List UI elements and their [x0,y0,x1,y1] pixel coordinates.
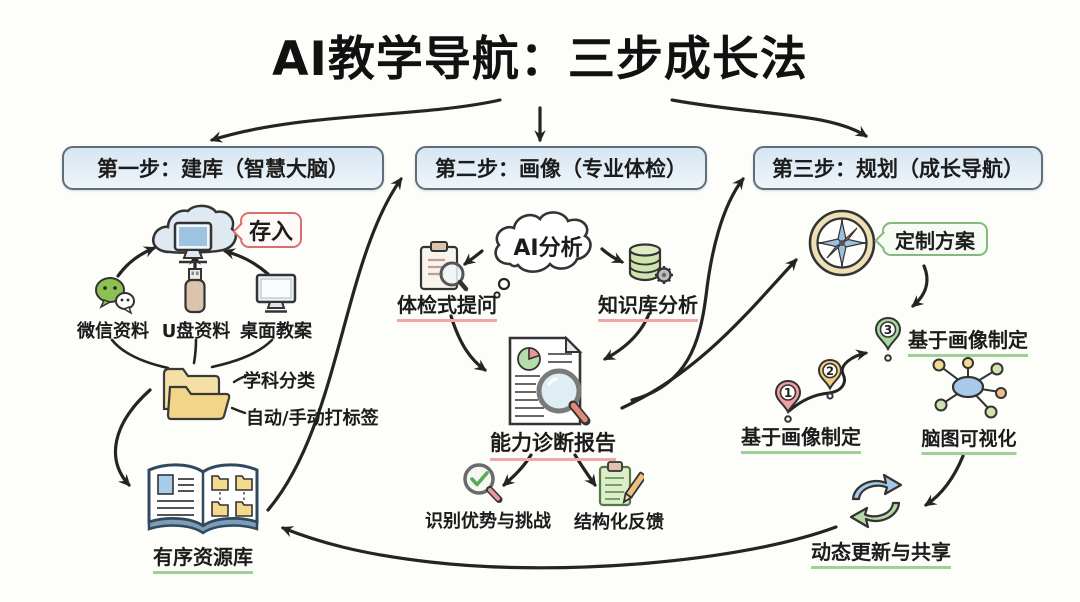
thought-bubble-dot-1 [497,277,511,291]
folder-tag-tagging-label: 自动/手动打标签 [246,408,379,429]
wechat-icon [95,277,135,315]
step-1-header-label: 第一步：建库（智慧大脑） [97,157,349,181]
wechat-source-label: 微信资料 [77,321,149,342]
folder-tag-classify-label: 学科分类 [243,371,315,392]
line-usb-to-folder [192,338,198,365]
usb-drive-icon [184,268,206,314]
arrow-update-to-library [280,525,838,570]
desktop-icon [255,273,297,313]
route-pin-1-number: 1 [784,386,792,400]
diagram-title: AI教学导航：三步成长法 [272,32,808,87]
step-2-header: 第二步：画像（专业体检） [415,146,707,190]
route-pin-2-icon: 2 [817,358,843,400]
thought-bubble-dot-2 [493,291,501,299]
checkup-question-label: 体检式提问 [397,289,497,322]
checkup-clipboard-icon [419,241,469,292]
compass-icon [808,209,876,277]
sync-arrows-icon [849,473,903,529]
line-wechat-to-folder [110,338,170,370]
route-pin-2-number: 2 [826,364,834,378]
plan-badge: 定制方案 [882,222,988,256]
arrow-aicloud-to-question [463,249,484,266]
arrow-title-to-step1 [209,98,502,143]
step-2-header-label: 第二步：画像（专业体检） [435,157,687,181]
step-3-header: 第三步：规划（成长导航） [753,146,1043,190]
mindmap-label: 脑图可视化 [921,424,1017,455]
folder-icon [162,367,231,421]
route-pin-1-icon: 1 [774,379,802,423]
ai-analysis-cloud-icon [494,211,592,273]
arrow-folder-to-library [113,388,152,487]
library-label: 有序资源库 [153,541,253,574]
arrow-title-to-step3 [670,98,868,138]
arrow-report-to-compass [620,258,798,410]
store-badge: 存入 [240,212,302,248]
step-3-header-label: 第三步：规划（成长导航） [772,157,1024,181]
line-folder-to-tag2 [230,406,247,415]
arrow-wechat-to-cloud [116,246,157,278]
diagnosis-report-label: 能力诊断报告 [490,427,616,461]
mindmap-icon [932,357,1007,419]
store-badge-label: 存入 [248,220,293,245]
arrow-plan-to-route [911,264,929,308]
dynamic-update-label: 动态更新与共享 [811,536,951,569]
route-pin-3-icon: 3 [874,316,902,362]
line-desktop-to-folder [210,338,274,369]
based-on-profile-bottom-label: 基于画像制定 [741,421,861,454]
strengths-label: 识别优势与挑战 [425,511,551,532]
route-pin-3-number: 3 [884,323,892,337]
feedback-clipboard-icon [598,461,644,507]
strengths-check-icon [463,463,503,503]
library-book-icon [147,463,259,535]
arrow-route-pins-path [787,349,869,413]
step-1-header: 第一步：建库（智慧大脑） [62,146,384,190]
plan-badge-label: 定制方案 [895,228,975,253]
based-on-profile-top-label: 基于画像制定 [908,324,1028,357]
arrow-question-to-report [449,314,487,372]
diagnosis-report-icon [508,335,591,426]
arrow-desktop-to-cloud [222,248,270,276]
feedback-label: 结构化反馈 [574,512,664,533]
knowledge-database-icon [628,243,673,284]
ai-analysis-label: AI分析 [513,236,583,261]
line-folder-to-tag1 [232,374,248,384]
arrow-library-to-step2 [266,177,403,512]
arrow-mindmap-to-update [924,454,965,507]
cloud-storage-icon [152,204,238,264]
usb-source-label: U盘资料 [161,321,231,342]
arrow-aicloud-to-knowledge [600,247,625,264]
knowledge-analysis-label: 知识库分析 [598,289,698,322]
desktop-source-label: 桌面教案 [240,321,312,342]
